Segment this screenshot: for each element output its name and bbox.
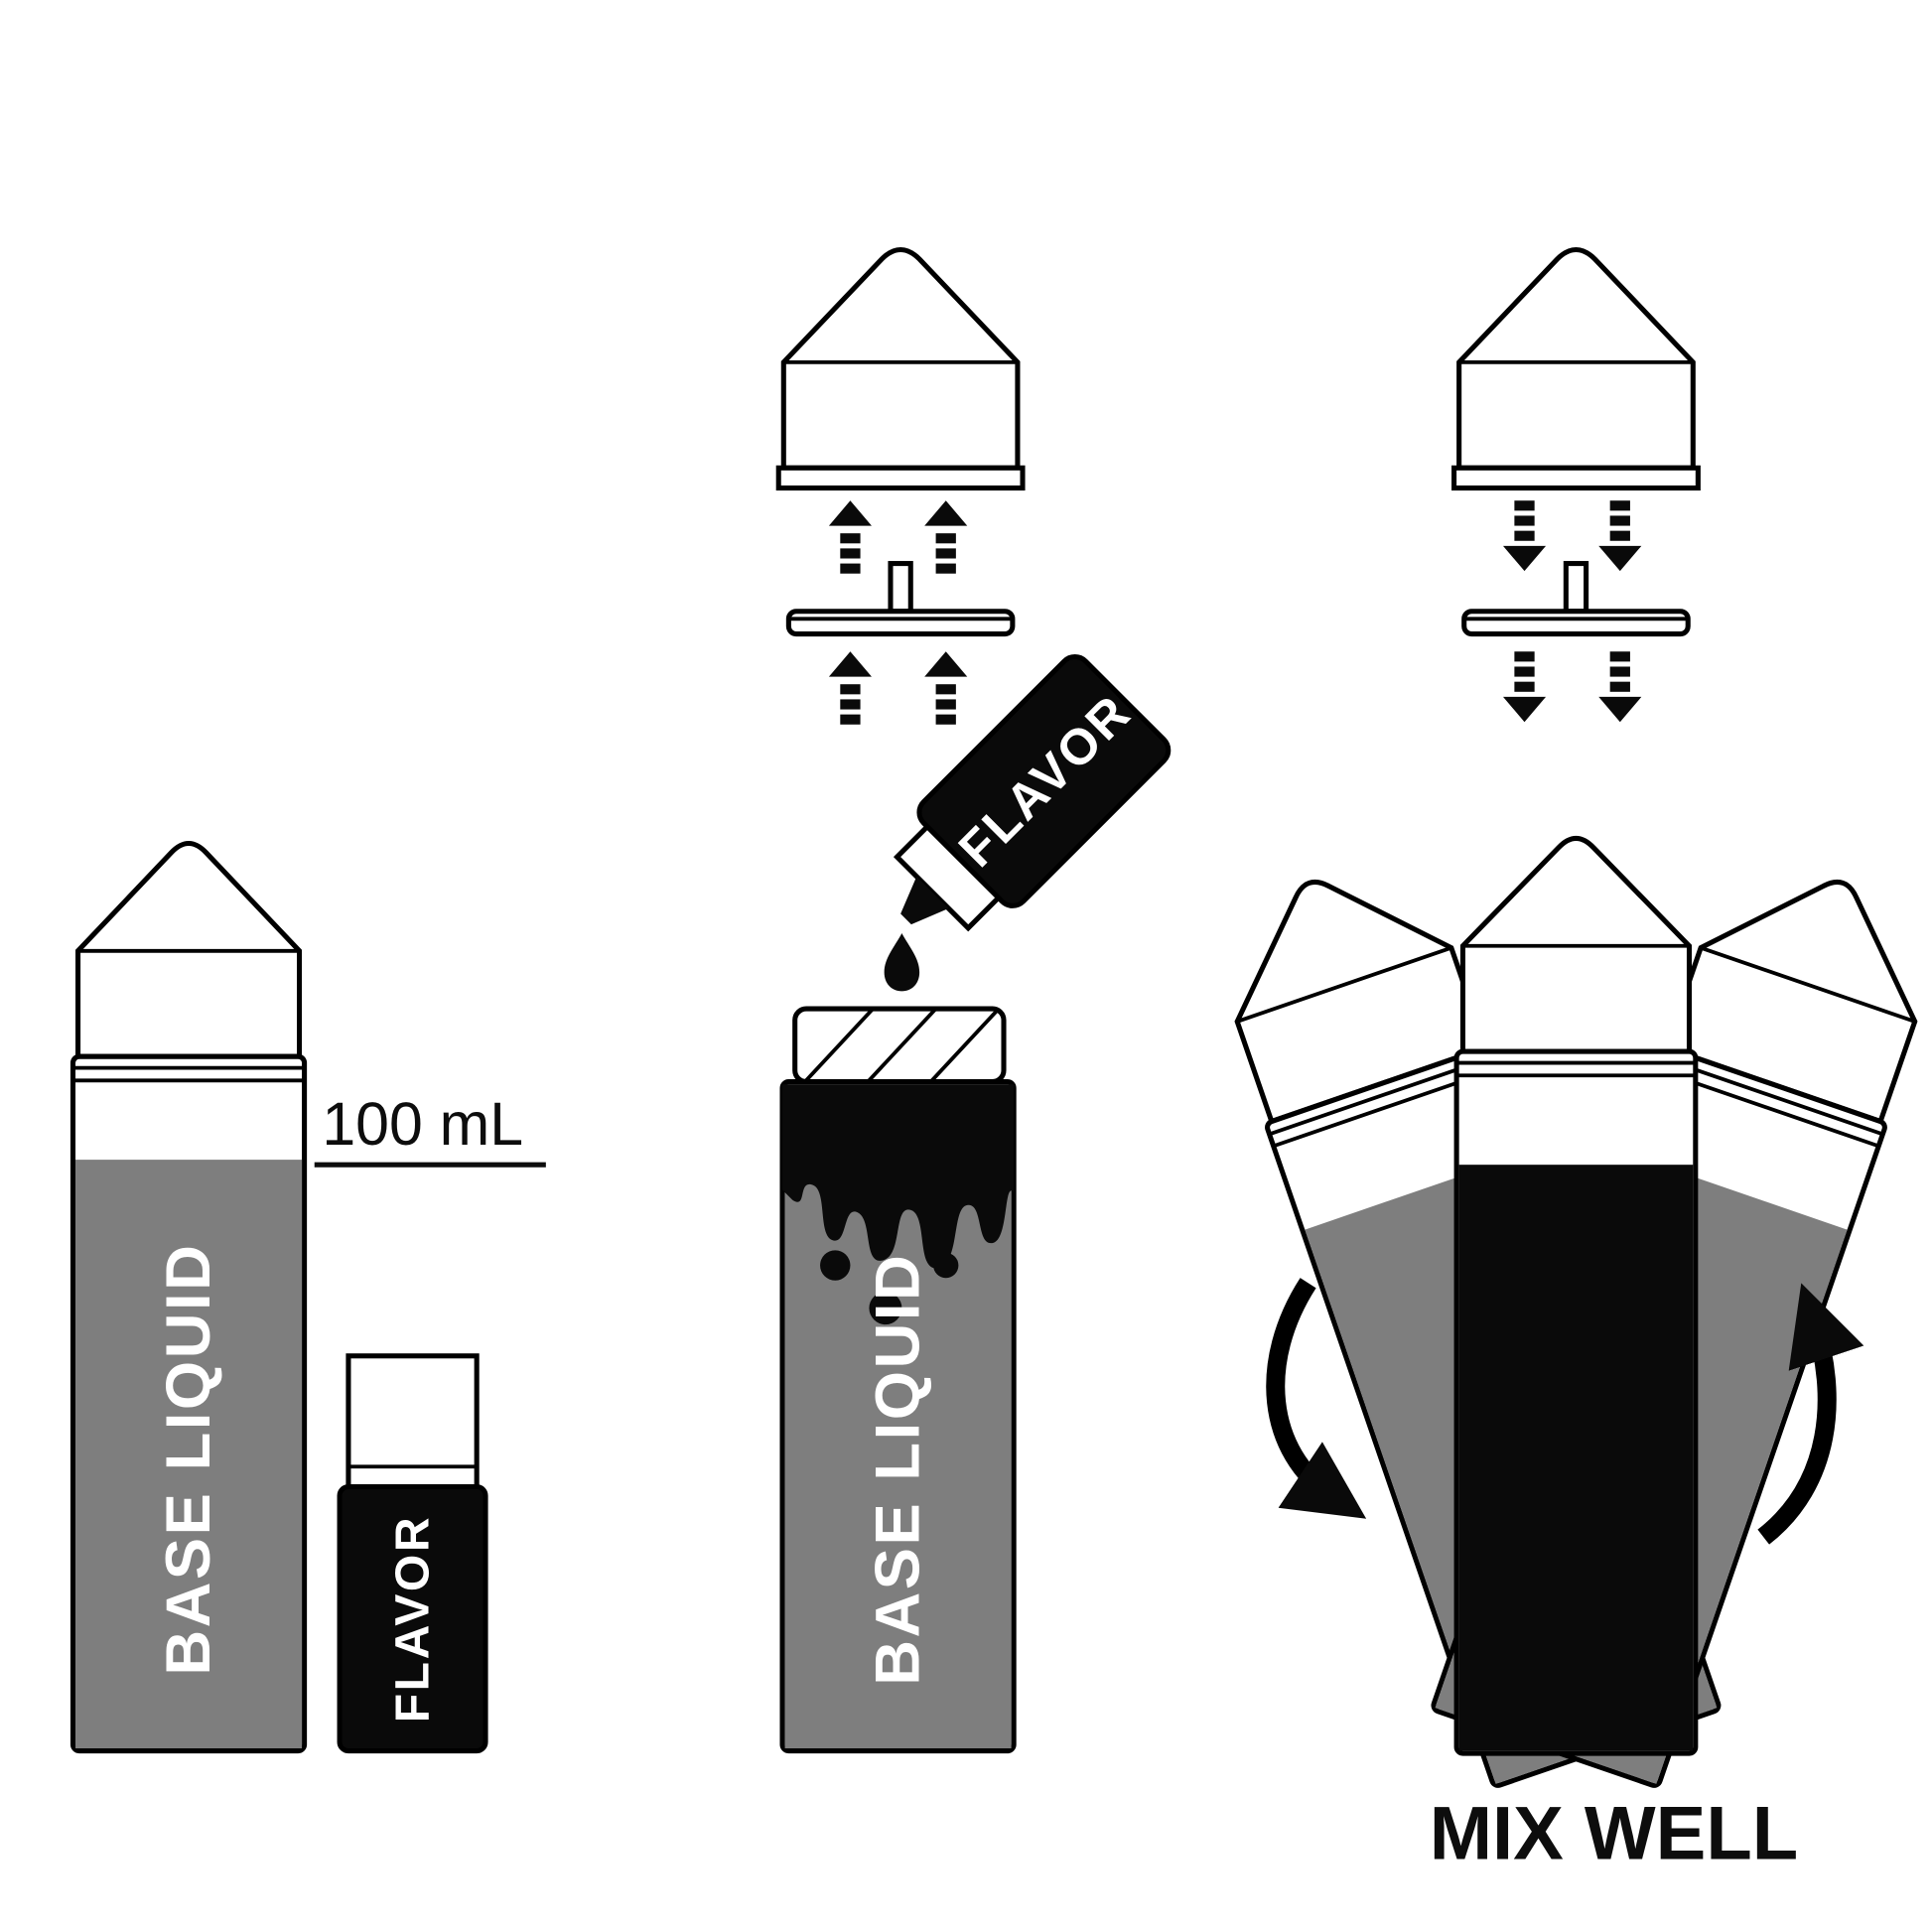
base-liquid-label: BASE LIQUID <box>154 1243 223 1676</box>
liquid-fill <box>75 1160 303 1749</box>
up-arrows-top <box>828 500 968 574</box>
down-arrow-icon <box>1502 500 1547 572</box>
up-arrow-icon <box>828 500 872 574</box>
bottle-cap-icon <box>1663 879 1918 1125</box>
plug-plate <box>1461 609 1691 637</box>
liquid-fill <box>1458 1165 1694 1751</box>
plug-stem <box>1563 561 1589 615</box>
base-liquid-label: BASE LIQUID <box>864 1253 933 1686</box>
open-base-bottle: BASE LIQUID <box>779 1006 1017 1754</box>
down-arrows-top <box>1502 500 1642 572</box>
pouring-flavor-bottle: FLAVOR <box>893 654 1172 932</box>
inner-plug <box>785 561 1016 637</box>
cap-lip <box>775 465 1026 491</box>
up-arrow-icon <box>828 651 872 725</box>
droplet-icon <box>884 933 920 992</box>
bottle-cap-icon <box>780 246 1021 471</box>
up-arrows-bottom <box>828 651 968 725</box>
flavor-label: FLAVOR <box>386 1515 440 1723</box>
inner-plug <box>1461 561 1691 637</box>
up-arrow-icon <box>924 651 968 725</box>
removed-cap <box>775 246 1026 491</box>
plug-stem <box>888 561 913 615</box>
up-arrow-icon <box>924 500 968 574</box>
closing-cap <box>1451 246 1701 491</box>
flavor-bottle-nozzle <box>900 876 949 925</box>
flavor-vial: FLAVOR <box>337 1353 488 1754</box>
cap-lip <box>1451 465 1701 491</box>
base-liquid-bottle: BASE LIQUID <box>69 840 308 1754</box>
vial-body <box>337 1483 488 1754</box>
rotate-arrow-right-icon <box>1757 1283 1864 1545</box>
flavor-splash <box>782 1084 1015 1325</box>
mixed-bottle-center <box>1453 835 1699 1756</box>
down-arrow-icon <box>1598 500 1642 572</box>
volume-label: 100 mL <box>322 1090 523 1158</box>
volume-annotation: 100 mL <box>314 1090 546 1168</box>
down-arrow-icon <box>1598 651 1642 723</box>
bottle-cap-icon <box>1456 246 1696 471</box>
down-arrows-bottom <box>1502 651 1642 723</box>
rotate-arrow-left-icon <box>1266 1278 1367 1519</box>
down-arrow-icon <box>1502 651 1547 723</box>
shaking-bottles <box>1234 835 1918 1788</box>
plug-plate <box>785 609 1016 637</box>
mix-well-label: MIX WELL <box>1430 1792 1799 1876</box>
